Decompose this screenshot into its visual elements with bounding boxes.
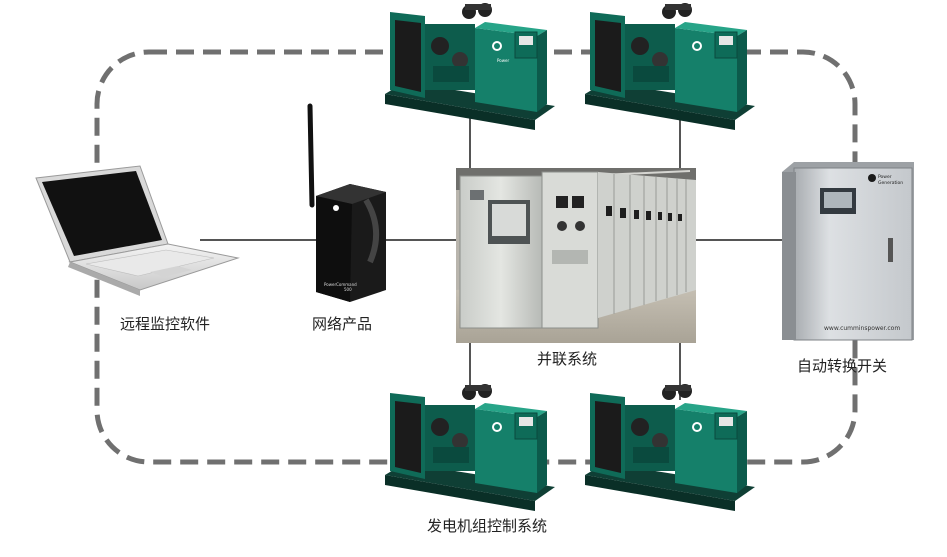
ats-cabinet-image: Power Generation www.cumminspower.com (782, 162, 914, 341)
ats-brand-generation: Generation (878, 180, 903, 186)
network-router-image: PowerCommand 500 (307, 103, 386, 302)
label-parallel-system: 并联系统 (537, 350, 598, 368)
label-ats: 自动转换开关 (797, 357, 888, 375)
genset-brand-text: Power (497, 58, 509, 63)
laptop-image (35, 165, 240, 296)
router-model-number: 500 (344, 287, 352, 292)
genset-bottom-right (584, 383, 756, 512)
label-remote-software: 远程监控软件 (120, 315, 211, 333)
ats-brand-power: Power (878, 174, 892, 180)
parallel-switchgear-image (456, 168, 696, 343)
genset-top-right (584, 2, 756, 131)
genset-top-left: Power (384, 2, 556, 131)
genset-bottom-left (384, 383, 556, 512)
label-genset-control: 发电机组控制系统 (427, 517, 548, 535)
ats-url-text: www.cumminspower.com (824, 325, 900, 332)
label-network-product: 网络产品 (312, 315, 373, 333)
router-model-text: PowerCommand (324, 282, 357, 287)
